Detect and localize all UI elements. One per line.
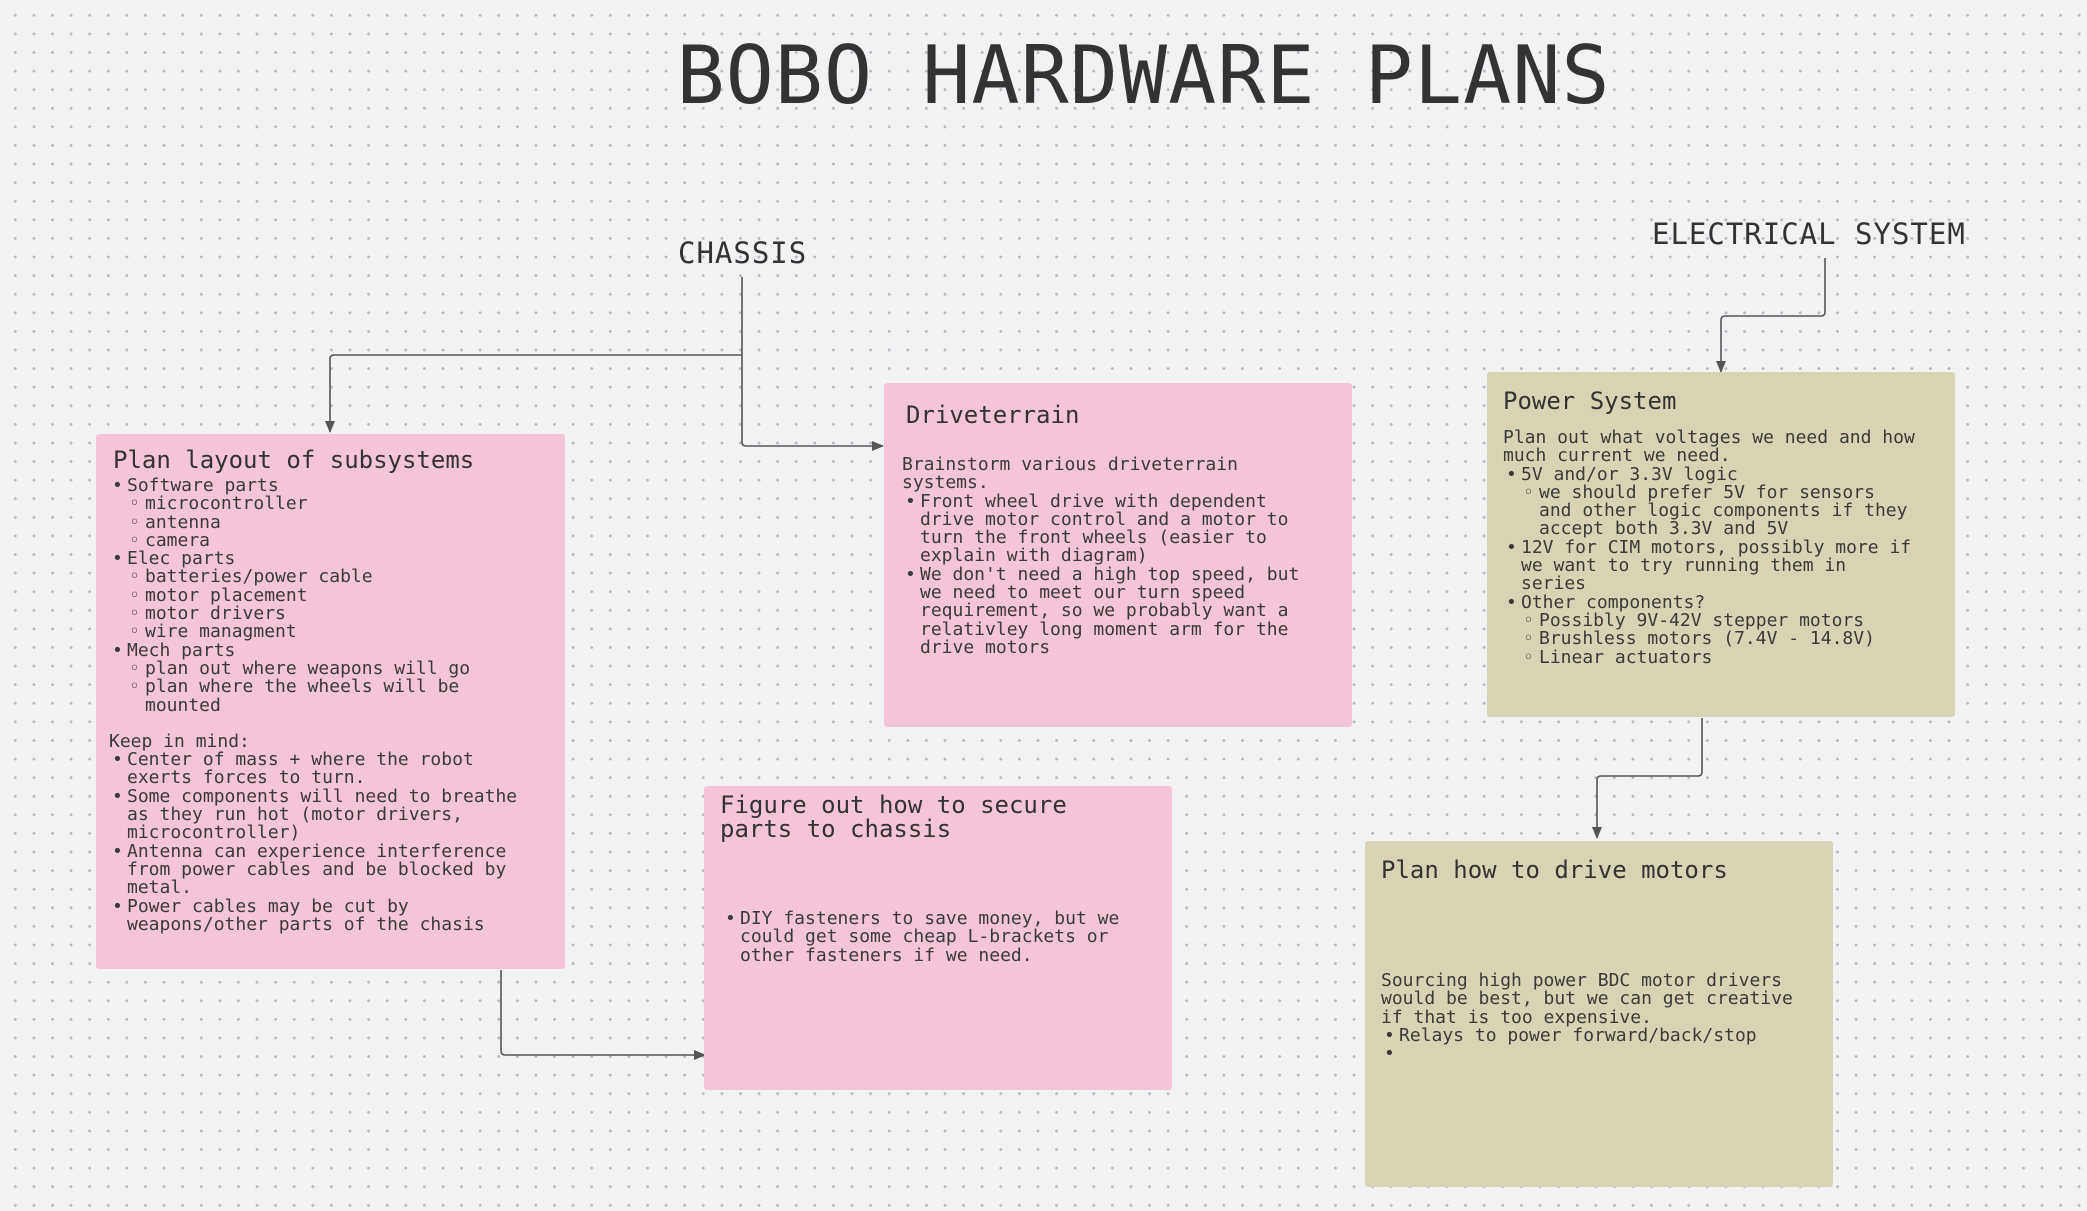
connector-chassis-to-driveterrain[interactable] [741,355,884,451]
card-power-system-title: Power System [1503,387,1677,415]
connector-power-system-to-drive-motors[interactable] [1592,718,1703,839]
list-item: motor drivers [109,604,517,623]
subsystems-list: Software parts microcontroller antenna c… [109,476,517,715]
list-item: Linear actuators [1503,648,1915,667]
card-drive-motors-title: Plan how to drive motors [1381,856,1728,884]
page-title: BOBO HARDWARE PLANS [676,29,1611,122]
driveterrain-intro: Brainstorm various driveterrain systems. [902,454,1238,494]
card-drive-motors-body: Sourcing high power BDC motor drivers wo… [1381,970,1793,1064]
list-item: Power cables may be cut by weapons/other… [109,897,517,935]
list-item: DIY fasteners to save money, but we coul… [722,909,1119,965]
card-secure-parts-body: DIY fasteners to save money, but we coul… [722,909,1119,965]
list-item: plan where the wheels will be mounted [109,678,517,715]
card-plan-layout-title: Plan layout of subsystems [113,446,475,474]
list-item: we should prefer 5V for sensors and othe… [1503,483,1915,539]
connector-electrical-to-power-system[interactable] [1716,258,1826,373]
list-item: Brushless motors (7.4V - 14.8V) [1503,629,1915,648]
list-item: 12V for CIM motors, possibly more if we … [1503,538,1915,594]
chassis-label[interactable]: CHASSIS [678,236,808,270]
card-driveterrain[interactable]: Driveterrain Brainstorm various driveter… [884,383,1352,727]
list-item: antenna [109,513,517,532]
list-item: wire managment [109,623,517,642]
list-item: camera [109,531,517,550]
keep-in-mind-list: Center of mass + where the robot exerts … [109,751,517,934]
list-item [1381,1045,1793,1064]
card-power-system-body: Plan out what voltages we need and how m… [1503,427,1915,667]
drive-motors-intro: Sourcing high power BDC motor drivers wo… [1381,970,1793,1028]
card-plan-layout-body: Software parts microcontroller antenna c… [109,476,517,934]
list-item: batteries/power cable [109,568,517,587]
card-secure-parts[interactable]: Figure out how to secure parts to chassi… [704,786,1172,1090]
list-item: Mech parts [109,641,517,660]
list-item: Some components will need to breathe as … [109,787,517,843]
list-item: Antenna can experience interference from… [109,842,517,898]
connector-plan-layout-to-secure-parts[interactable] [500,970,706,1060]
card-power-system[interactable]: Power System Plan out what voltages we n… [1487,372,1955,717]
list-item: Other components? [1503,593,1915,612]
card-drive-motors[interactable]: Plan how to drive motors Sourcing high p… [1365,841,1833,1187]
list-item: motor placement [109,586,517,605]
card-plan-layout[interactable]: Plan layout of subsystems Software parts… [96,434,565,969]
power-system-list: 5V and/or 3.3V logic we should prefer 5V… [1503,465,1915,667]
card-driveterrain-title: Driveterrain [906,401,1080,429]
connector-chassis-to-plan-layout[interactable] [325,277,743,433]
list-item: Center of mass + where the robot exerts … [109,751,517,788]
list-item: Elec parts [109,549,517,568]
drive-motors-list: Relays to power forward/back/stop [1381,1026,1793,1064]
list-item: Front wheel drive with dependent drive m… [902,492,1299,566]
driveterrain-list: Front wheel drive with dependent drive m… [902,492,1299,658]
secure-parts-list: DIY fasteners to save money, but we coul… [722,909,1119,965]
power-system-intro: Plan out what voltages we need and how m… [1503,427,1915,467]
list-item: We don't need a high top speed, but we n… [902,565,1299,657]
electrical-system-label[interactable]: ELECTRICAL SYSTEM [1652,217,1966,251]
list-item: microcontroller [109,494,517,513]
list-item: Software parts [109,476,517,495]
keep-in-mind-heading: Keep in mind: [109,730,250,752]
list-item: Relays to power forward/back/stop [1381,1026,1793,1045]
list-item: Possibly 9V-42V stepper motors [1503,611,1915,630]
list-item: 5V and/or 3.3V logic [1503,465,1915,484]
card-secure-parts-title: Figure out how to secure parts to chassi… [720,791,1067,843]
card-driveterrain-body: Brainstorm various driveterrain systems.… [902,454,1299,658]
list-item: plan out where weapons will go [109,659,517,678]
